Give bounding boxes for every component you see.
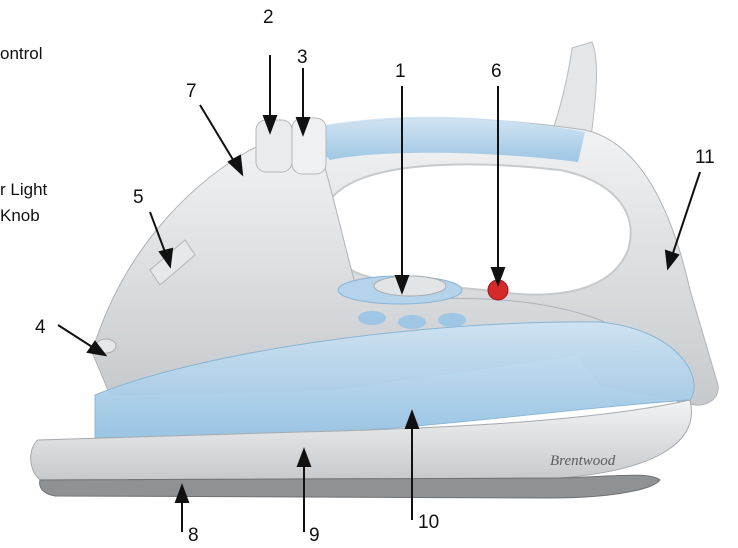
edge-label-control: ontrol bbox=[0, 44, 43, 64]
callout-10: 10 bbox=[418, 513, 439, 533]
spray-button bbox=[256, 120, 292, 172]
callout-1: 1 bbox=[395, 62, 406, 82]
callout-4: 4 bbox=[35, 318, 46, 338]
callout-8: 8 bbox=[188, 526, 199, 546]
callout-9: 9 bbox=[309, 526, 320, 546]
edge-label-light: r Light bbox=[0, 180, 47, 200]
callout-5: 5 bbox=[133, 188, 144, 208]
brand-logo: Brentwood bbox=[550, 453, 616, 469]
callout-2: 2 bbox=[263, 8, 274, 28]
callout-3: 3 bbox=[297, 48, 308, 68]
handle-opening bbox=[324, 164, 630, 294]
callout-6: 6 bbox=[491, 62, 502, 82]
callout-7: 7 bbox=[186, 82, 197, 102]
edge-label-knob: Knob bbox=[0, 206, 40, 226]
steam-button-3 bbox=[438, 313, 466, 327]
burst-button bbox=[292, 118, 326, 174]
dial-knob bbox=[374, 276, 446, 296]
callout-11: 11 bbox=[695, 148, 715, 168]
steam-button-2 bbox=[398, 315, 426, 329]
steam-button-1 bbox=[358, 311, 386, 325]
